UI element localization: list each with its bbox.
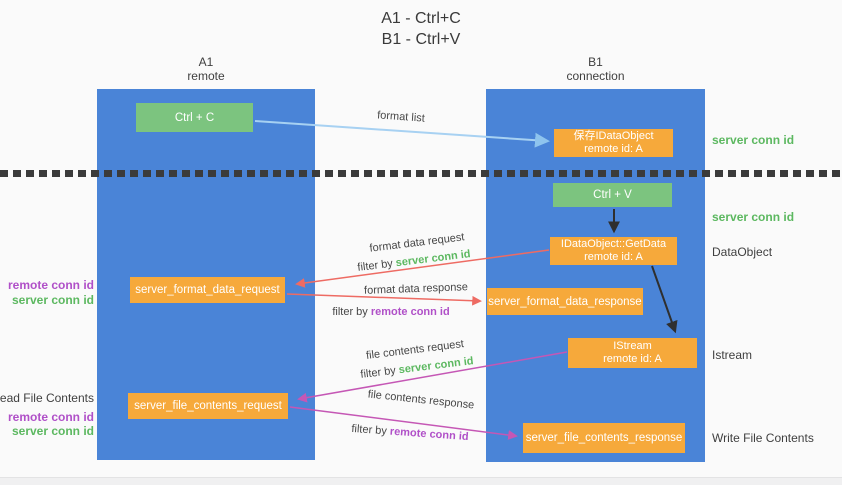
- ctrl-v-label: Ctrl + V: [593, 189, 632, 201]
- server-format-data-request-node: server_format_data_request: [130, 277, 285, 303]
- left-remote-conn-id-label-2: remote conn id: [7, 410, 94, 424]
- server-file-contents-request-label: server_file_contents_request: [134, 400, 282, 412]
- getdata-line1: IDataObject::GetData: [560, 238, 667, 250]
- format-list-label: format list: [376, 109, 426, 125]
- ctrl-c-node: Ctrl + C: [136, 103, 253, 132]
- filter-by-remote-conn-id-label-1: filter by remote conn id: [332, 306, 449, 318]
- left-remote-conn-id-label-1: remote conn id: [7, 278, 94, 292]
- idataobject-getdata-node: IDataObject::GetData remote id: A: [550, 237, 677, 265]
- left-server-conn-id-label-1: server conn id: [11, 293, 94, 307]
- server-conn-id-text: server conn id: [395, 248, 472, 270]
- server-format-data-response-node: server_format_data_response: [487, 288, 643, 315]
- right-server-conn-id-label-1: server conn id: [712, 133, 795, 147]
- server-format-data-response-label: server_format_data_response: [488, 295, 642, 308]
- filter-by-text: filter by: [359, 364, 400, 381]
- istream-node: IStream remote id: A: [568, 338, 697, 368]
- server-format-data-request-label: server_format_data_request: [135, 284, 280, 296]
- filter-by-text: filter by: [351, 422, 391, 438]
- save-idataobject-line1: 保存IDataObject: [573, 130, 654, 142]
- file-contents-response-label: file contents response: [367, 388, 475, 412]
- left-read-file-contents-label: Read File Contents: [0, 391, 94, 405]
- column-b-id: B1: [588, 55, 603, 69]
- diagram-title: A1 - Ctrl+C B1 - Ctrl+V: [0, 8, 842, 50]
- server-conn-id-text: server conn id: [398, 355, 475, 377]
- right-dataobject-label: DataObject: [712, 245, 773, 259]
- filter-by-text: filter by: [356, 257, 397, 274]
- save-idataobject-line2: remote id: A: [584, 143, 643, 155]
- dotted-divider: [0, 170, 842, 177]
- column-a-role: remote: [187, 69, 225, 83]
- server-file-contents-response-label: server_file_contents_response: [525, 432, 683, 444]
- server-file-contents-response-node: server_file_contents_response: [523, 423, 685, 453]
- server-file-contents-request-node: server_file_contents_request: [128, 393, 288, 419]
- column-b-role: connection: [566, 69, 625, 83]
- istream-line2: remote id: A: [603, 353, 662, 365]
- istream-line1: IStream: [613, 340, 652, 352]
- right-istream-label: Istream: [712, 348, 753, 362]
- getdata-line2: remote id: A: [584, 251, 643, 263]
- filter-by-remote-conn-id-label-2: filter by remote conn id: [351, 423, 469, 443]
- column-a-header: A1 remote: [97, 55, 315, 83]
- window-bottom-edge: [0, 477, 842, 485]
- column-a-id: A1: [198, 55, 214, 69]
- remote-conn-id-text: remote conn id: [389, 425, 469, 444]
- left-server-conn-id-label-2: server conn id: [11, 424, 94, 438]
- ctrl-c-label: Ctrl + C: [174, 111, 215, 124]
- filter-by-text: filter by: [332, 306, 371, 318]
- title-line-2: B1 - Ctrl+V: [381, 31, 461, 48]
- right-write-file-contents-label: Write File Contents: [712, 431, 814, 445]
- save-idataobject-node: 保存IDataObject remote id: A: [554, 129, 673, 157]
- ctrl-v-node: Ctrl + V: [553, 183, 672, 207]
- format-data-response-label: format data response: [363, 281, 469, 297]
- title-line-1: A1 - Ctrl+C: [381, 10, 461, 27]
- column-b-header: B1 connection: [486, 55, 705, 83]
- right-server-conn-id-label-2: server conn id: [712, 210, 795, 224]
- remote-conn-id-text: remote conn id: [370, 306, 450, 318]
